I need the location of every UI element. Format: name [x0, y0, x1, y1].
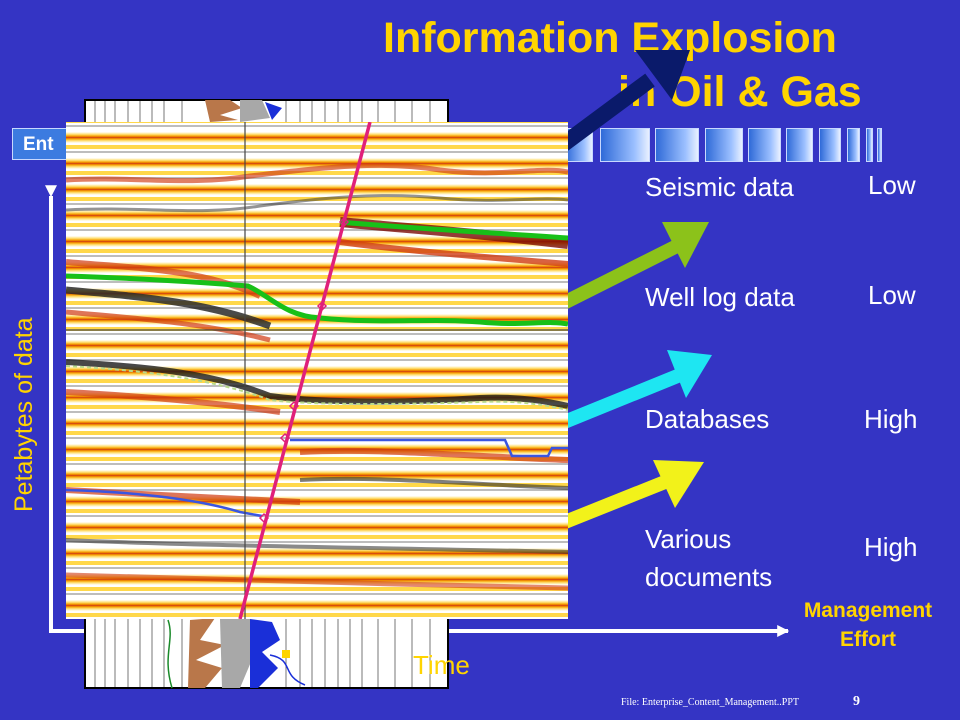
- header-block: [847, 128, 860, 162]
- slide-title-line1: Information Explosion: [383, 14, 837, 62]
- data-type-documents: Various documents: [645, 524, 773, 592]
- effort-documents: High: [864, 532, 918, 562]
- header-block: [600, 128, 650, 162]
- header-block: [819, 128, 841, 162]
- management-effort-header: Management Effort: [803, 599, 933, 651]
- footer-filename: File: Enterprise_Content_Management..PPT: [621, 697, 800, 708]
- header-block: [866, 128, 873, 162]
- x-axis-label: Time: [413, 650, 470, 680]
- data-type-databases: Databases: [645, 404, 770, 434]
- y-axis-label: Petabytes of data: [10, 317, 38, 512]
- header-block: [786, 128, 813, 162]
- effort-well-log: Low: [868, 280, 916, 310]
- effort-seismic: Low: [868, 170, 916, 200]
- header-block: [705, 128, 743, 162]
- data-type-well-log: Well log data: [645, 282, 795, 312]
- header-block: [748, 128, 781, 162]
- effort-databases: High: [864, 404, 918, 434]
- page-number: 9: [853, 694, 860, 709]
- header-tab: Ent: [12, 128, 72, 160]
- data-type-seismic: Seismic data: [645, 172, 794, 202]
- header-block: [655, 128, 699, 162]
- seismic-section: [66, 122, 568, 619]
- header-block: [877, 128, 882, 162]
